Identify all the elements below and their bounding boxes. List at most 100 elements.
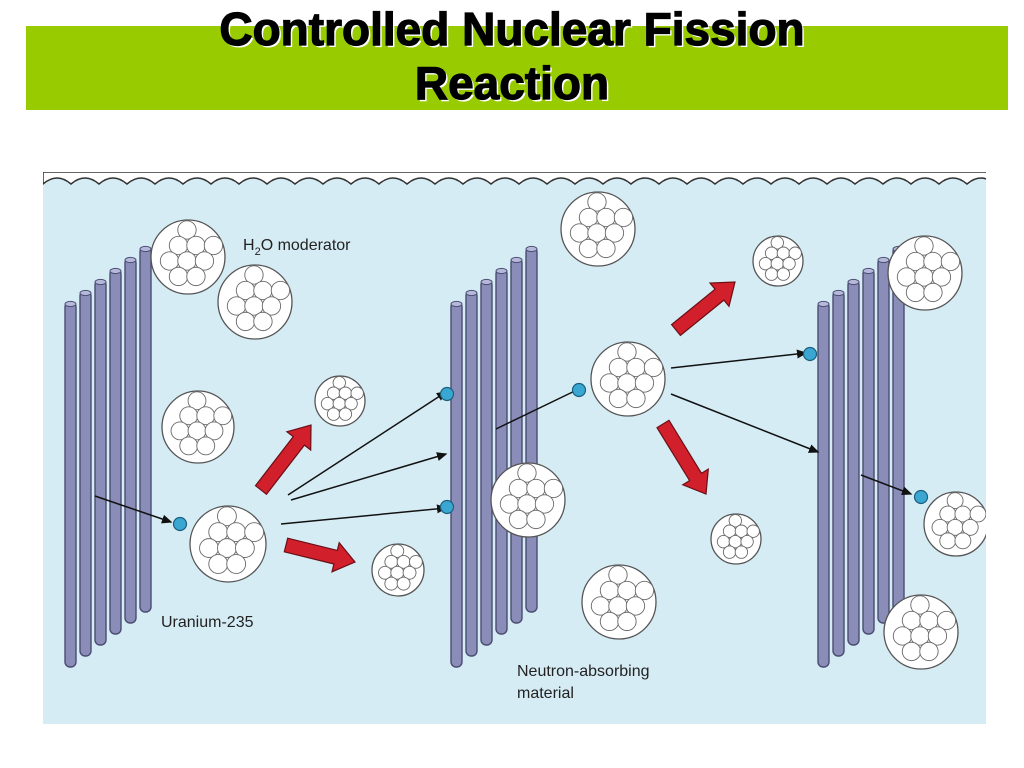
control-rod-top [495,267,508,275]
energy-arrow-icon [283,537,356,573]
control-rod-top [832,289,845,297]
nucleon [408,554,423,569]
control-rod [450,301,463,668]
fission-diagram: H2O moderator Uranium-235 Neutron-absorb… [43,172,986,724]
nucleon [168,266,189,287]
neutron-icon [802,346,818,362]
nucleus-icon [371,543,425,597]
control-rods [64,245,905,668]
control-rod [64,301,77,668]
nucleon [914,236,934,256]
slide-title: Controlled Nuclear Fission Reaction [0,2,1024,110]
control-rod-top [109,267,122,275]
neutron-path-arrow-icon [670,393,820,453]
control-rod [847,279,860,646]
control-rod-top [847,278,860,286]
nucleon [905,282,926,303]
nucleon [596,238,616,259]
nucleon [901,641,922,662]
nucleon [179,436,199,456]
absorber-label-line-1: Neutron-absorbing [517,663,650,680]
control-rod [124,257,137,624]
nucleon [244,265,264,285]
control-rod [79,290,92,657]
nucleus-icon [150,219,226,295]
nuclei [150,191,986,670]
control-rod [862,268,875,635]
nucleon [534,494,555,514]
uranium-label: Uranium-235 [161,614,254,631]
nucleon [177,220,197,240]
nucleon [384,576,399,591]
nucleon [543,478,564,499]
energy-arrows [254,281,736,573]
nucleon [728,514,742,528]
control-rod-top [139,245,152,253]
neutron-path-arrow-icon [860,474,913,496]
nucleon [194,251,215,271]
nucleon [946,492,964,510]
neutron-path-arrow-icon [290,452,448,501]
neutron-icon [172,516,188,532]
nucleon [244,522,265,543]
nucleon [919,641,939,662]
control-rod [817,301,830,668]
nucleus-icon [710,513,762,565]
nucleon [740,535,754,549]
neutron-path-arrow-icon [670,349,808,369]
nucleon [788,246,802,260]
nucleon [776,267,791,281]
neutron-icon [439,499,455,515]
nucleon [625,596,646,616]
control-rod [495,268,508,635]
nucleon [203,235,224,256]
moderator-label-subscript: 2 [255,246,261,258]
neutron-icon [439,386,455,402]
slide-title-line-2: Reaction [414,56,610,109]
nucleus-icon [883,594,959,670]
control-rod [139,246,152,613]
nucleon [936,610,957,631]
nucleon [599,611,620,632]
nucleon [270,280,291,301]
nucleus-icon [189,505,267,583]
nucleon [923,282,943,303]
control-rod [525,246,538,613]
nucleon [746,524,760,538]
nucleon [613,207,634,228]
control-rod [94,279,107,646]
nucleon [508,509,529,530]
moderator-label-prefix: H [243,237,255,254]
title-band [26,26,1008,110]
nucleon [617,611,637,632]
nucleus-icon [161,390,235,464]
control-rod [510,257,523,624]
control-rod-top [525,245,538,253]
nucleon [927,626,948,646]
nucleon [722,545,737,559]
neutron-icon [571,382,587,398]
nucleus-icon [490,462,566,538]
energy-arrow-icon [254,424,312,496]
slide-title-line-1: Controlled Nuclear Fission [219,2,806,55]
nucleon [634,580,655,601]
nucleus-icon [887,235,963,311]
nucleon [578,238,599,259]
neutrons [172,346,929,532]
control-rod-top [877,256,890,264]
nucleon [326,407,341,421]
nucleon [217,506,237,527]
water-surface-wave [43,172,986,185]
nucleon [235,538,255,558]
nucleon [604,223,625,243]
nucleon [770,236,784,250]
nucleus-icon [590,341,666,417]
nucleon [643,357,664,378]
nucleon [969,505,986,523]
nucleon [204,421,224,441]
control-rod-top [450,300,463,308]
neutron-path-arrow-icon [495,386,585,430]
control-rod-top [480,278,493,286]
nucleon [344,397,358,411]
control-rod-top [64,300,77,308]
